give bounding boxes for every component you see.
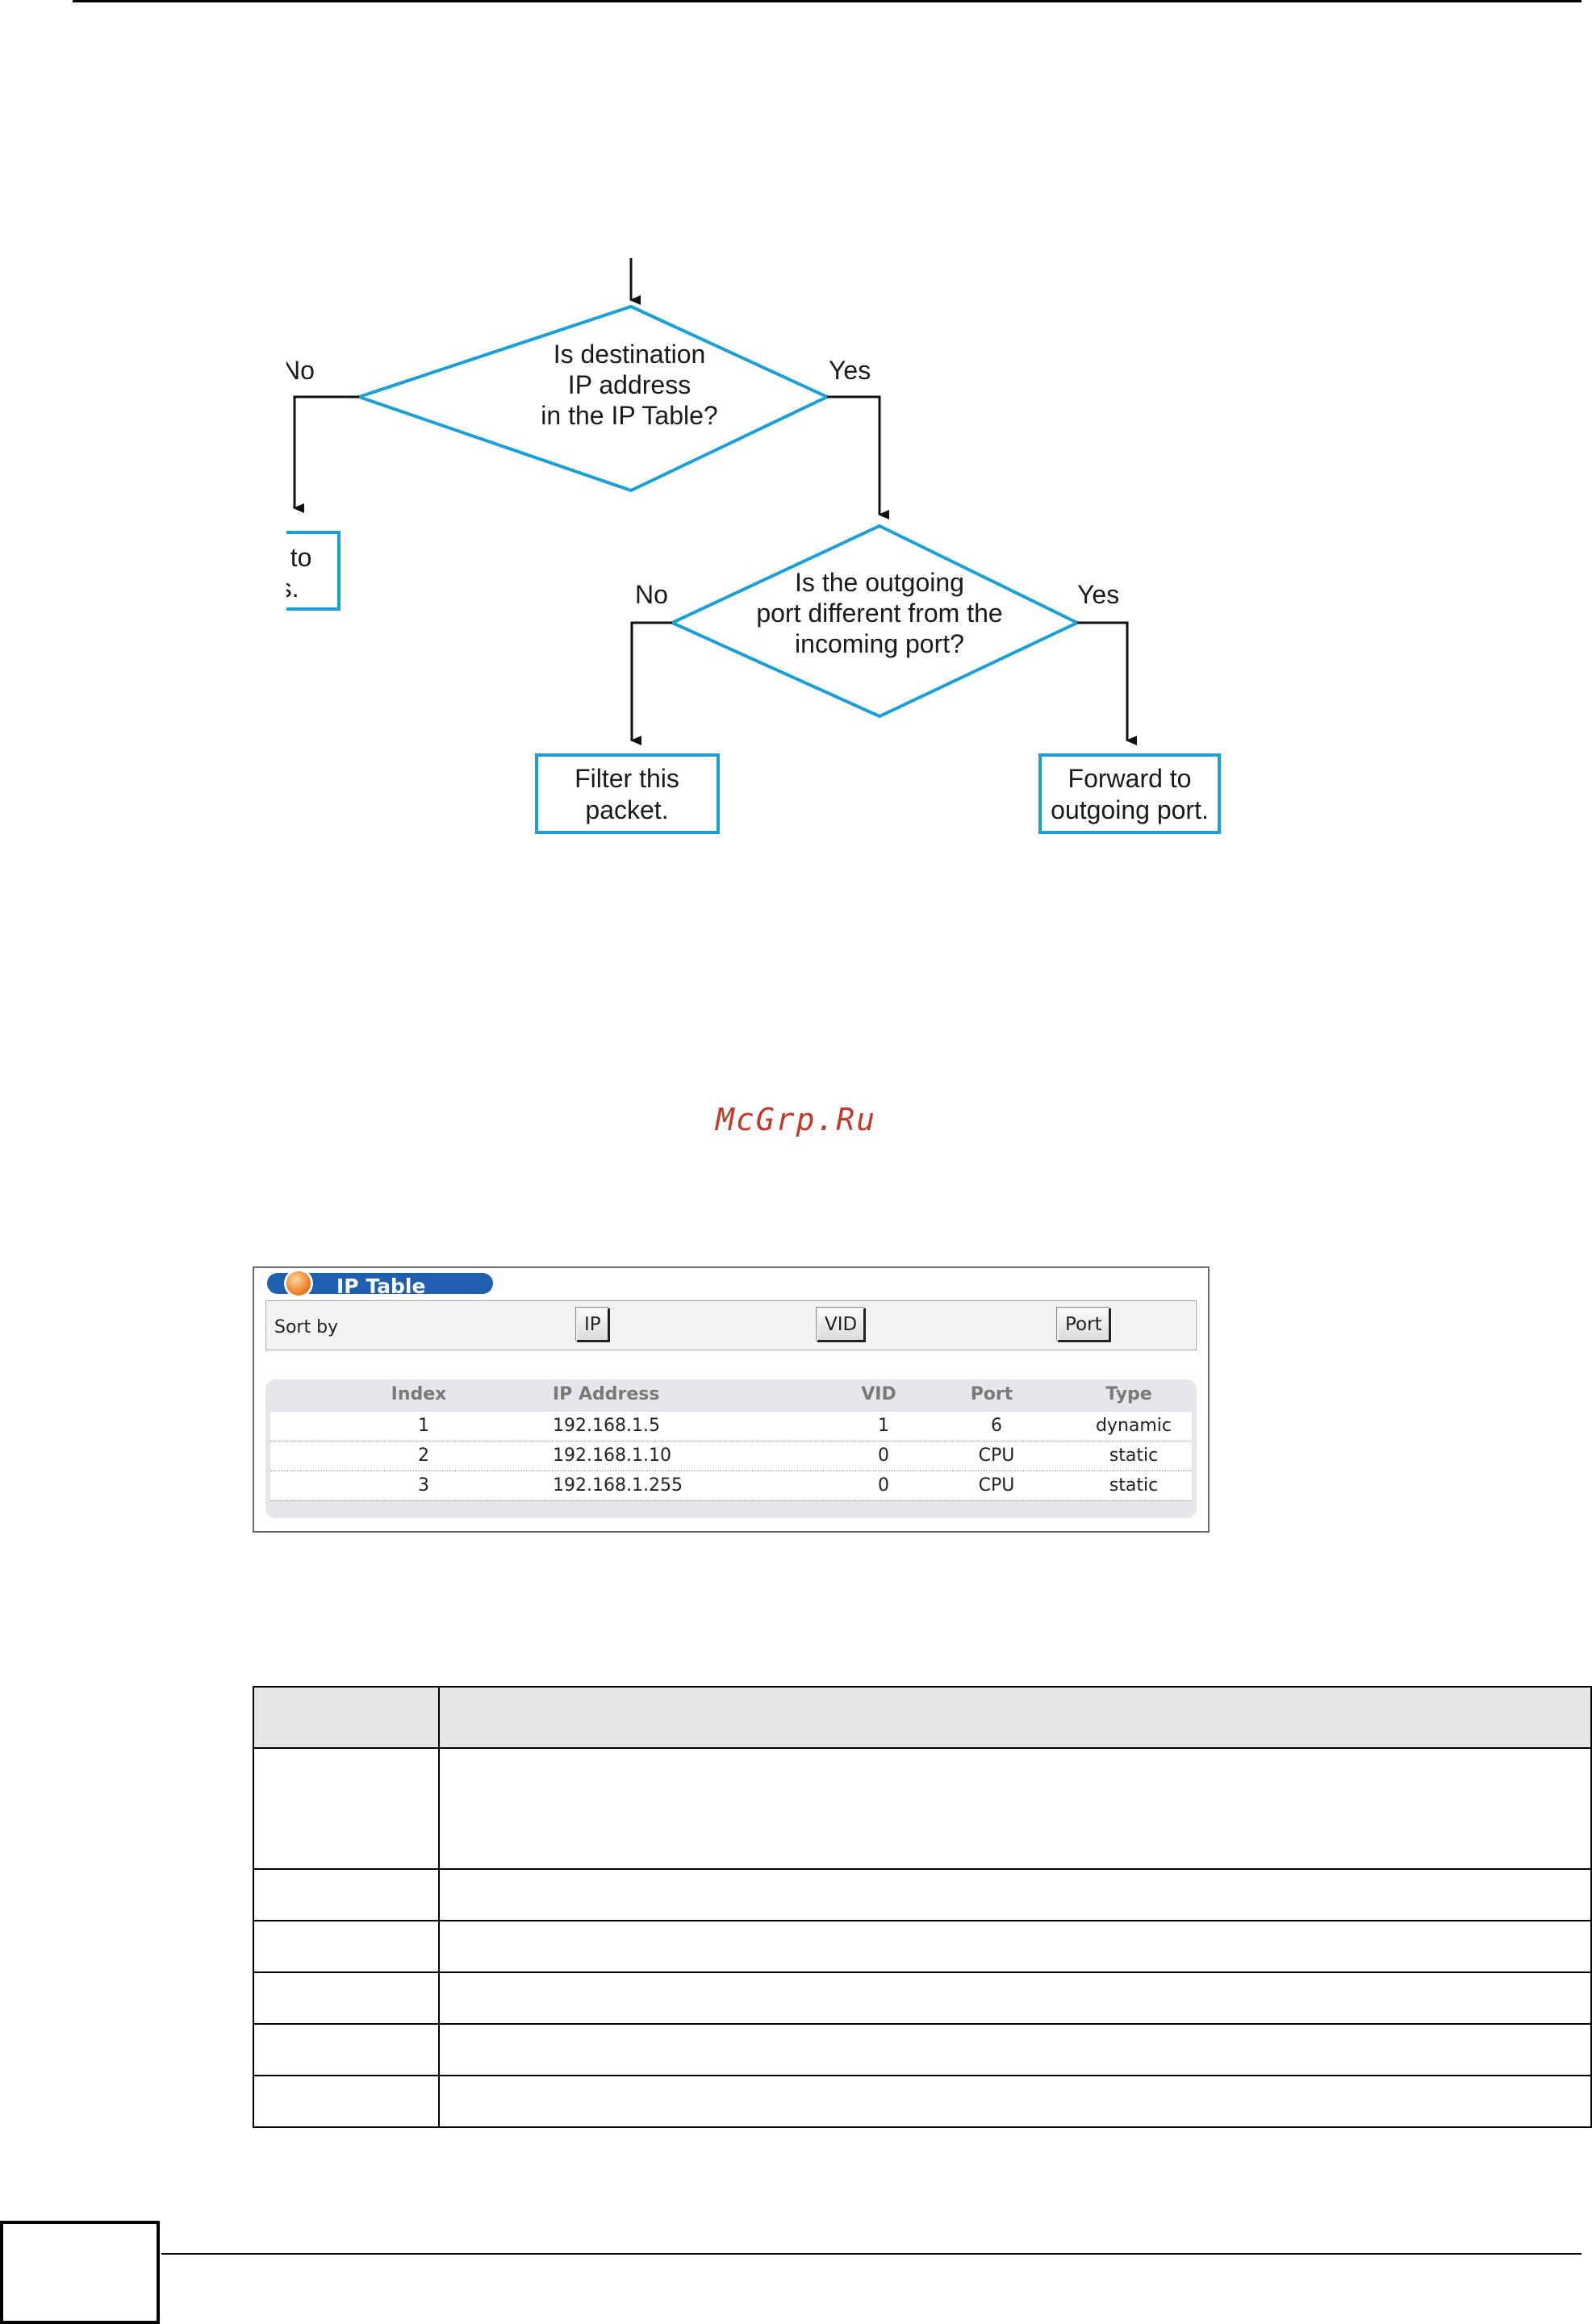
field-description-table [253, 1686, 1592, 2128]
sort-vid-button[interactable]: VID [817, 1308, 866, 1341]
ip-table-panel: IP Table Sort by IP VID Port Index IP Ad… [253, 1266, 1210, 1533]
decision-1-line-3: in the IP Table? [541, 401, 717, 430]
cell-index: 3 [418, 1475, 429, 1496]
box-forward-all-ports [286, 531, 341, 611]
box-filter-line-1: Filter this [575, 764, 679, 793]
table-cell [438, 2075, 1592, 2128]
cell-vid: 0 [878, 1475, 889, 1496]
table-cell [438, 1971, 1592, 2025]
table-row [253, 2023, 1592, 2076]
cell-type: static [1109, 1446, 1159, 1466]
cell-port: CPU [978, 1446, 1015, 1466]
decision-2-line-2: port different from the [756, 599, 1002, 628]
description-table-header-row [253, 1686, 1592, 1749]
box-filter-line-2: packet. [585, 795, 668, 824]
footer-rule [161, 2253, 1582, 2255]
decision-2-line-3: incoming port? [795, 629, 964, 658]
box-forward-out-line-1: Forward to [1068, 764, 1192, 793]
cell-index: 2 [418, 1446, 429, 1466]
cell-port: 6 [991, 1416, 1002, 1436]
table-cell [253, 1868, 440, 1921]
description-header-cell-label [253, 1686, 440, 1749]
cell-ip-address: 192.168.1.10 [553, 1446, 671, 1466]
table-row: 1 192.168.1.5 1 6 dynamic [270, 1412, 1192, 1442]
column-header-type: Type [1105, 1384, 1152, 1404]
box-forward-out-line-2: outgoing port. [1051, 795, 1209, 824]
table-row [253, 2075, 1592, 2128]
cell-index: 1 [418, 1416, 429, 1436]
cell-vid: 1 [878, 1416, 889, 1436]
decision-1-no-connector [293, 395, 359, 513]
table-cell [253, 2075, 440, 2128]
cell-vid: 0 [878, 1446, 889, 1466]
decision-1-yes-label: Yes [829, 356, 871, 385]
box-forward-all-line-2: all ports. [286, 574, 299, 603]
cell-ip-address: 192.168.1.255 [553, 1475, 683, 1496]
table-cell [438, 1920, 1592, 1973]
cell-ip-address: 192.168.1.5 [553, 1416, 660, 1436]
cell-port: CPU [978, 1475, 1015, 1496]
decision-1 [353, 304, 831, 493]
sort-by-label: Sort by [274, 1317, 339, 1337]
table-row: 3 192.168.1.255 0 CPU static [270, 1471, 1192, 1501]
table-cell [253, 1920, 440, 1973]
table-row [253, 1747, 1592, 1870]
table-cell [438, 1868, 1592, 1921]
description-header-cell-description [438, 1686, 1592, 1749]
ip-table-body: 1 192.168.1.5 1 6 dynamic 2 192.168.1.10… [270, 1412, 1192, 1501]
cell-type: dynamic [1095, 1416, 1172, 1436]
table-cell [253, 2023, 440, 2076]
top-rule [73, 0, 1582, 2]
box-forward-outgoing-port [1038, 753, 1221, 834]
box-filter-packet [535, 753, 720, 834]
decision-2-no-connector [630, 621, 672, 745]
cell-type: static [1109, 1475, 1159, 1496]
decision-2-yes-connector [1077, 621, 1137, 745]
decision-1-line-1: Is destination [554, 340, 706, 369]
table-cell [253, 1971, 440, 2025]
table-cell [253, 1747, 440, 1870]
decision-1-no-label: No [286, 356, 315, 385]
ip-table-grid: Index IP Address VID Port Type 1 192.168… [265, 1379, 1197, 1518]
decision-1-yes-connector [827, 395, 889, 519]
table-row [253, 1971, 1592, 2025]
column-header-port: Port [970, 1384, 1013, 1404]
ip-table-title: IP Table [336, 1275, 426, 1298]
page-number-box [0, 2221, 160, 2324]
column-header-vid: VID [861, 1384, 896, 1404]
table-cell [438, 1747, 1592, 1870]
decision-1-line-2: IP address [568, 370, 691, 399]
sort-bar: Sort by IP VID Port [265, 1300, 1197, 1350]
table-row: 2 192.168.1.10 0 CPU static [270, 1442, 1192, 1471]
orange-ball-icon [286, 1271, 311, 1296]
ip-table-header: Index IP Address VID Port Type [265, 1379, 1197, 1410]
decision-2-line-1: Is the outgoing [795, 568, 964, 597]
forwarding-flowchart: Is destination IP address in the IP Tabl… [286, 258, 1231, 839]
column-header-index: Index [391, 1384, 447, 1404]
decision-2-yes-label: Yes [1077, 580, 1119, 609]
table-row [253, 1920, 1592, 1973]
sort-ip-button[interactable]: IP [576, 1308, 609, 1341]
decision-2-no-label: No [635, 580, 668, 609]
decision-2 [668, 524, 1081, 719]
table-row [253, 1868, 1592, 1921]
box-forward-all-line-1: Forward to [286, 543, 311, 572]
sort-port-button[interactable]: Port [1057, 1308, 1110, 1341]
column-header-ip-address: IP Address [553, 1384, 660, 1404]
table-cell [438, 2023, 1592, 2076]
watermark: McGrp.Ru [715, 1102, 877, 1137]
